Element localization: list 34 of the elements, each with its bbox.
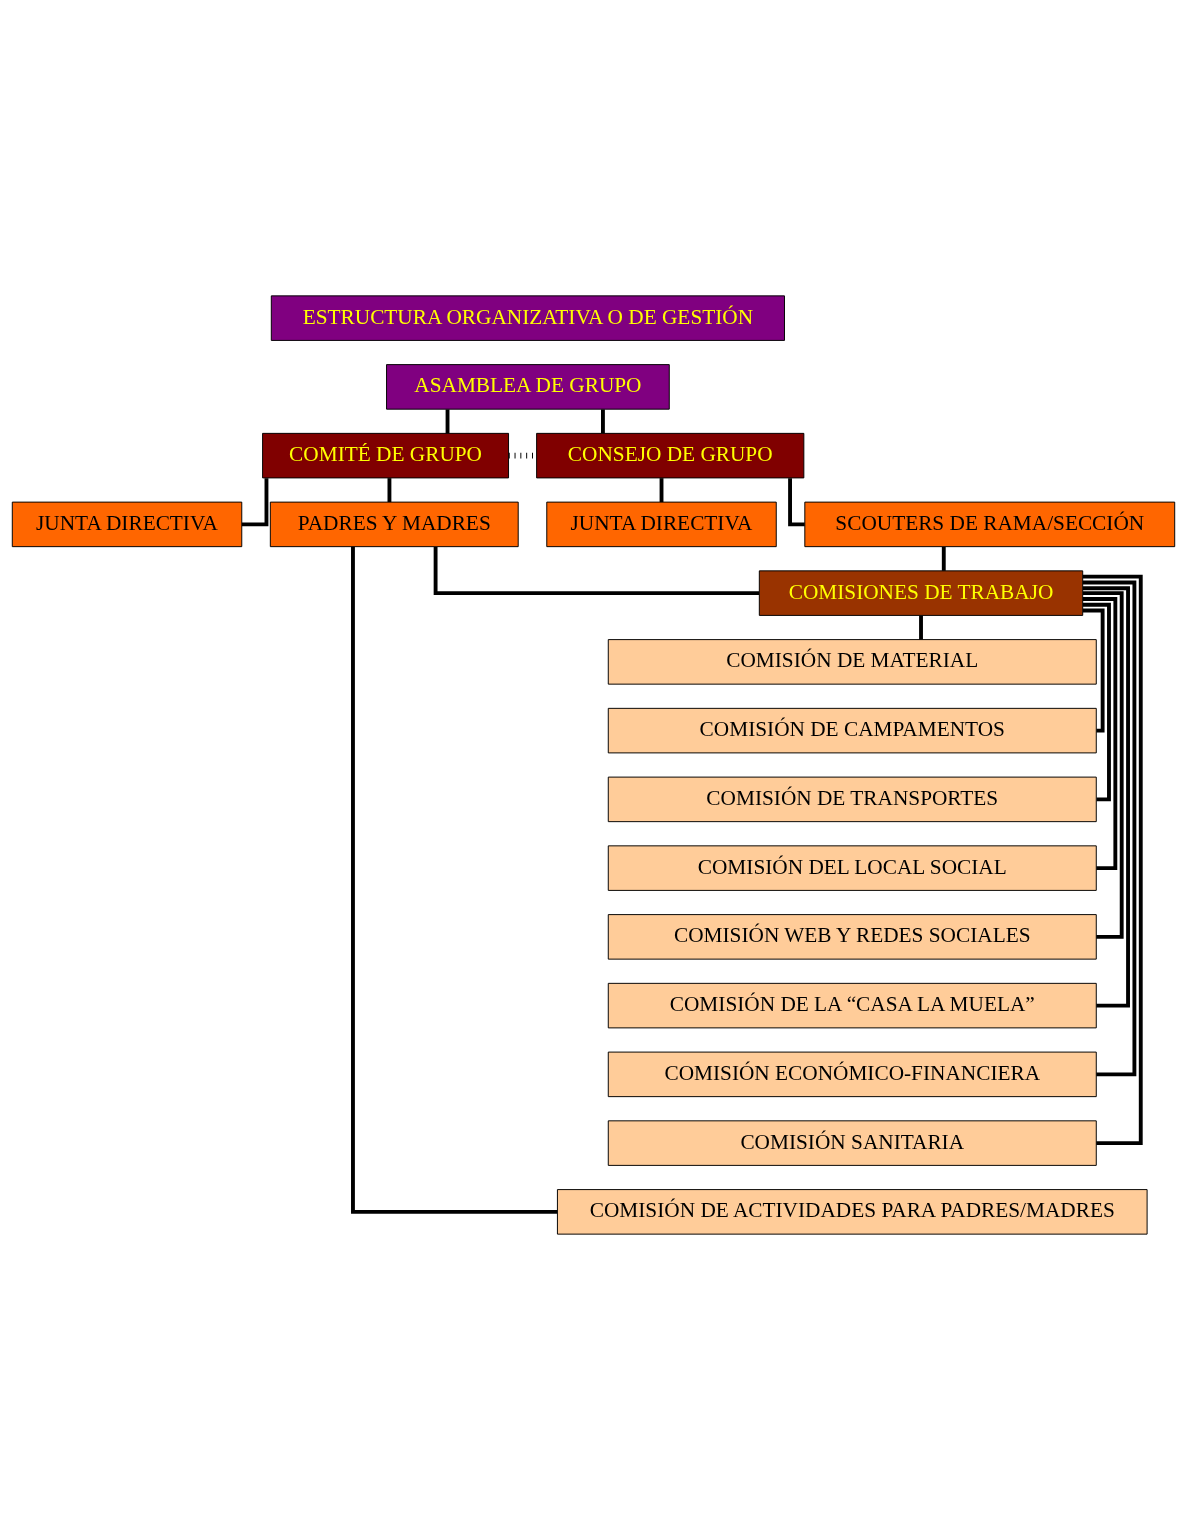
connector: [659, 477, 664, 502]
node-box: ESTRUCTURA ORGANIZATIVA O DE GESTIÓN: [270, 294, 785, 341]
node-box: COMISIÓN DE ACTIVIDADES PARA PADRES/MADRES: [556, 1188, 1148, 1235]
connector: [1082, 580, 1137, 1076]
connector: [387, 477, 392, 502]
node-box: COMISIÓN ECONÓMICO-FINANCIERA: [607, 1051, 1097, 1097]
connector: [1082, 596, 1118, 870]
node-box: COMISIÓN DE CAMPAMENTOS: [607, 707, 1097, 753]
node-box: CONSEJO DE GRUPO: [536, 432, 805, 478]
connector: [1082, 602, 1111, 801]
connector: [1082, 585, 1130, 1008]
node-box: COMITÉ DE GRUPO: [262, 432, 509, 478]
node-box: COMISIÓN SANITARIA: [607, 1119, 1097, 1166]
connector: [941, 546, 946, 571]
node-box: JUNTA DIRECTIVA: [11, 501, 243, 547]
node-box: COMISIÓN WEB Y REDES SOCIALES: [607, 913, 1097, 960]
node-box: ASAMBLEA DE GRUPO: [386, 363, 670, 410]
connector: [433, 546, 760, 595]
connector: [601, 408, 605, 433]
connector: [788, 477, 805, 526]
connector: [1082, 608, 1105, 733]
connector: [445, 408, 450, 433]
connector: [919, 615, 923, 640]
node-box: COMISIÓN DEL LOCAL SOCIAL: [607, 844, 1097, 891]
node-box: COMISIÓN DE MATERIAL: [607, 638, 1097, 685]
node-box: COMISIÓN DE LA “CASA LA MUELA”: [607, 982, 1097, 1028]
node-box: PADRES Y MADRES: [269, 501, 519, 547]
node-box: COMISIÓN DE TRANSPORTES: [607, 776, 1097, 822]
node-box: SCOUTERS DE RAMA/SECCIÓN: [804, 501, 1176, 547]
connector: [351, 546, 558, 1214]
node-box: JUNTA DIRECTIVA: [546, 501, 777, 547]
connector: [1083, 590, 1124, 939]
node-box: COMISIONES DE TRABAJO: [758, 569, 1084, 616]
connector: [1082, 574, 1143, 1145]
